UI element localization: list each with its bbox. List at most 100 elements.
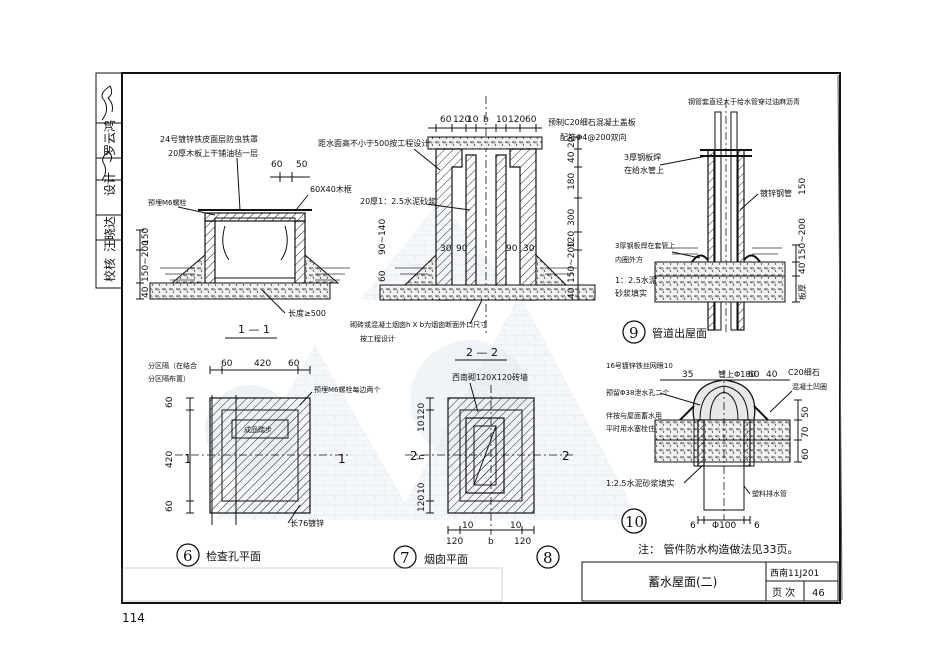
d8-number: 8 — [543, 549, 553, 567]
d22-side-dims: 20 40 180 300 120 150~200 40 — [567, 136, 582, 301]
d9-ann-plate3: 3厚钢板焊在套管上 — [615, 241, 675, 250]
d6-ann-div2: 分区隔布置） — [148, 374, 190, 383]
d7-dim-bot-120a: 120 — [446, 537, 463, 547]
d6-cut-right: 1 — [338, 452, 346, 466]
detail-8: 8 — [536, 545, 560, 569]
d6-label: 检查孔平面 — [206, 549, 261, 563]
d22-ann-top: 距水面高不小于500按工程设计 — [318, 138, 429, 148]
d22-dim-90a: 90 — [456, 244, 468, 254]
detail-2-2: 60 120 10 b 10 120 60 20 40 180 300 120 … — [318, 96, 636, 361]
d22-ann-slab: 预制C20细石混凝土盖板 — [548, 117, 636, 127]
d10-dim-6a: 6 — [690, 521, 696, 531]
detail-6: 60 420 60 60 420 60 1 1 分区隔（在结合 分区隔布置） 预… — [148, 359, 381, 567]
d11-ann-anchor: 预埋M6螺栓 — [148, 198, 187, 207]
d7-dim-bot-120b: 120 — [514, 537, 531, 547]
atlas-number: 西南11J201 — [770, 567, 819, 579]
d11-ann-foot: 长度≥500 — [288, 308, 326, 318]
d22-dim-40b: 40 — [567, 287, 577, 299]
design-label: 设计 — [103, 172, 117, 196]
d7-dim-side-h: h — [417, 454, 427, 460]
d9-ann-top: 钢管套直径大于给水管穿过油麻沥青 — [688, 97, 800, 106]
d11-section-label: 1 — 1 — [238, 323, 270, 336]
d22-top-dims: 60 120 10 b 10 120 60 — [428, 115, 542, 132]
d22-ann-mortar: 20厚1：2.5水泥砂浆 — [360, 196, 436, 206]
d22-dim-40a: 40 — [567, 151, 577, 163]
d7-dim-bot-10b: 10 — [510, 521, 522, 531]
d9-label: 管道出屋面 — [652, 326, 707, 340]
d10-ann-cap: 管上Φ180 — [718, 369, 756, 379]
d10-ann-mortar: 1:2.5水泥砂浆填实 — [606, 478, 675, 488]
page-label: 页 次 — [772, 586, 795, 599]
d9-dim-40: 40 — [798, 262, 808, 274]
d6-dim-60b: 60 — [288, 359, 300, 369]
d11-dim-150-200: 150~200 — [141, 240, 151, 282]
d9-ann-mortar: 1：2.5水泥 — [615, 275, 657, 285]
d10-dim-6b: 6 — [754, 521, 760, 531]
d11-dim-40: 40 — [141, 286, 151, 298]
title-block: 蓄水屋面(二) 西南11J201 页 次 46 — [581, 561, 839, 602]
d22-dim-150-200: 150~200 — [567, 241, 577, 283]
d22-ann-bottom2: 按工程设计 — [360, 334, 395, 343]
d10-dim-60b: 60 — [801, 448, 811, 460]
d22-dim-90-140: 90~140 — [378, 219, 388, 255]
d7-dim-bot-b: b — [488, 537, 494, 547]
d11-dim-150: 150 — [141, 228, 151, 245]
d7-dim-side-10b: 10 — [417, 482, 427, 494]
d22-dim-20: 20 — [567, 136, 577, 148]
d10-ann-conc2: 混凝土凹圈 — [792, 382, 827, 391]
d7-dim-side-10a: 10 — [417, 420, 427, 432]
d11-ann-board: 20厚木板上干铺油毡一层 — [168, 148, 258, 158]
d10-ann-conc: C20细石 — [788, 367, 820, 377]
d6-dim-60d: 60 — [165, 500, 175, 512]
d22-ann-bottom: 砌砖或混凝土烟囱h X b为烟囱断面外口尺寸 — [350, 320, 487, 329]
d7-ann-top: 西南砌120X120砖墙 — [452, 372, 528, 382]
d9-ann-plate2: 在给水管上 — [624, 165, 664, 175]
d6-dim-60c: 60 — [165, 396, 175, 408]
d7-dim-side-120a: 120 — [417, 403, 427, 420]
d10-number: 10 — [625, 513, 644, 531]
designer-name: 罗云鸿 — [103, 120, 117, 156]
d9-dim-slab: 板厚 — [797, 284, 807, 300]
lower-left-smudge — [121, 567, 503, 602]
d22-dim-120b: 120 — [508, 115, 525, 125]
d22-ann-slab2: 配筋Φ4@200双向 — [560, 132, 627, 142]
d6-ann-div: 分区隔（在结合 — [148, 361, 197, 370]
d7-cut-left: 2 — [410, 449, 418, 463]
d10-ann-hole: 预留Φ38泄水孔二个 — [606, 388, 669, 397]
d11-dim-50: 50 — [296, 160, 308, 170]
signature-scribble-1 — [101, 151, 113, 181]
d6-cut-left: 1 — [184, 452, 192, 466]
d6-ann-foot: 长76镀锌 — [290, 518, 324, 528]
d6-number: 6 — [183, 547, 193, 565]
d22-dim-b: b — [483, 115, 489, 125]
d11-ann-mesh: 24号镀锌铁皮面层防虫铁罩 — [160, 134, 258, 144]
detail-10: 35 60 40 50 70 60 6 Φ100 6 16号镀锌铁丝网眼10 管… — [606, 361, 827, 534]
d11-ann-frame: 60X40木框 — [310, 184, 352, 194]
d22-dim-60b: 60 — [525, 115, 537, 125]
d10-ann-seal: 伴按与屋面蓄水用 — [606, 411, 662, 420]
d7-dim-bot-10a: 10 — [462, 521, 474, 531]
d7-dim-side-120b: 120 — [417, 495, 427, 512]
d6-dim-60a: 60 — [221, 359, 233, 369]
checker-name: 汪晓达 — [103, 216, 117, 252]
d7-cut-right: 2 — [562, 449, 570, 463]
d22-dim-10b: 10 — [496, 115, 508, 125]
d22-dim-300: 300 — [567, 209, 577, 226]
d10-dim-70: 70 — [801, 426, 811, 438]
d9-ann-mortar2: 砂浆填实 — [615, 288, 647, 298]
check-label: 校核 — [102, 258, 117, 282]
d10-ann-pipe: 塑料排水管 — [752, 489, 787, 498]
d9-ann-pipe: 镀锌钢管 — [760, 188, 792, 198]
page-number-box: 46 — [812, 588, 825, 599]
drawing-title: 蓄水屋面(二) — [648, 575, 717, 589]
d22-dim-120: 120 — [567, 231, 577, 248]
d10-ann-seal2: 平时用水塞栓住 — [606, 424, 655, 433]
note-text: 注： 管件防水构造做法见33页。 — [638, 542, 799, 556]
d22-dim-30a: 30 — [440, 244, 452, 254]
d22-dim-60: 60 — [378, 270, 388, 282]
detail-9: 150 150~200 40 板厚 钢管套直径大于给水管穿过油麻沥青 3厚钢板焊… — [615, 97, 808, 344]
d7-label: 烟囱平面 — [424, 552, 468, 566]
d6-ann-bolt: 预埋M6螺栓每边两个 — [314, 385, 381, 394]
d10-dim-35: 35 — [682, 370, 693, 380]
